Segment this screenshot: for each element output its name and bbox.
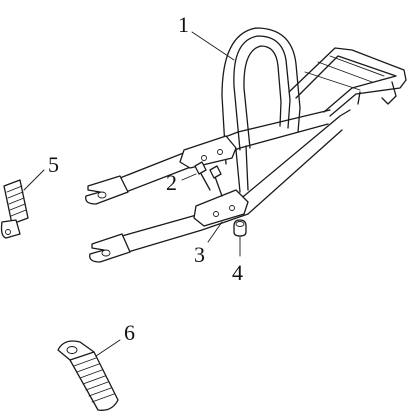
callout-2: 2 [166, 170, 177, 195]
callout-5: 5 [48, 152, 59, 177]
callout-6: 6 [124, 320, 135, 345]
rear-frame-rack [85, 27, 407, 263]
callout-3: 3 [194, 242, 205, 267]
callout-1: 1 [178, 12, 189, 37]
callout-4: 4 [232, 260, 243, 285]
nut [233, 219, 247, 237]
leader-lines [23, 31, 241, 357]
left-footrest [0, 179, 29, 239]
right-footrest [57, 340, 119, 411]
bolts [194, 161, 223, 197]
